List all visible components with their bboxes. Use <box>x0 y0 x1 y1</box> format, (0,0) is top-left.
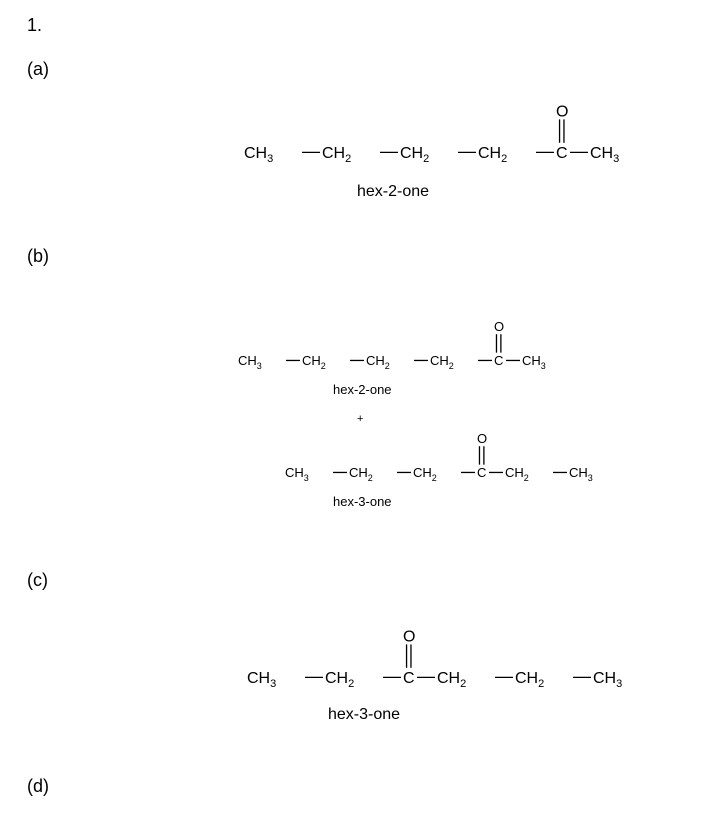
part-d-label: (d) <box>27 776 49 796</box>
carbonyl-carbon: C <box>477 465 486 480</box>
carbonyl-carbon: C <box>556 145 568 162</box>
group-ch2: CH2 <box>413 465 437 483</box>
structure-b2: CH3 CH2 CH2 C O CH2 CH3 <box>285 428 619 487</box>
carbonyl-oxygen: O <box>556 103 568 120</box>
plus-sign: + <box>357 413 364 425</box>
structure-svg: CH3 CH2 CH2 CH2 C O CH3 <box>244 103 619 165</box>
group-ch2: CH2 <box>478 145 507 165</box>
part-c-label: (c) <box>27 570 48 590</box>
group-ch2: CH2 <box>437 670 466 690</box>
carbonyl-oxygen: O <box>477 431 487 446</box>
structure-a: CH3 CH2 CH2 CH2 C O CH3 <box>244 100 650 168</box>
structure-b1: CH3 CH2 CH2 CH2 C O CH3 <box>238 316 572 375</box>
group-ch3: CH3 <box>238 353 262 371</box>
structure-svg: CH3 CH2 C O CH2 CH2 CH3 <box>247 628 622 690</box>
group-ch2: CH2 <box>325 670 354 690</box>
group-ch2: CH2 <box>302 353 326 371</box>
group-ch2: CH2 <box>322 145 351 165</box>
group-ch2: CH2 <box>430 353 454 371</box>
carbonyl-carbon: C <box>494 353 503 368</box>
structure-svg: CH3 CH2 CH2 C O CH2 CH3 <box>285 431 593 483</box>
structure-svg: CH3 CH2 CH2 CH2 C O CH3 <box>238 319 546 371</box>
carbonyl-carbon: C <box>403 670 415 687</box>
group-ch3: CH3 <box>247 670 276 690</box>
question-number: 1. <box>27 15 43 35</box>
group-ch3: CH3 <box>593 670 622 690</box>
group-ch2: CH2 <box>366 353 390 371</box>
group-ch2: CH2 <box>349 465 373 483</box>
structure-b1-name: hex-2-one <box>333 382 392 397</box>
carbonyl-oxygen: O <box>403 628 415 645</box>
group-ch3: CH3 <box>285 465 309 483</box>
group-ch2: CH2 <box>515 670 544 690</box>
structure-b2-name: hex-3-one <box>333 494 392 509</box>
part-a-label: (a) <box>27 59 49 79</box>
group-ch2: CH2 <box>505 465 529 483</box>
carbonyl-oxygen: O <box>494 319 504 334</box>
structure-c: CH3 CH2 C O CH2 CH2 CH3 <box>247 620 653 693</box>
group-ch3: CH3 <box>569 465 593 483</box>
group-ch3: CH3 <box>590 145 619 165</box>
group-ch3: CH3 <box>244 145 273 165</box>
structure-a-name: hex-2-one <box>357 183 430 200</box>
structure-c-name: hex-3-one <box>328 706 401 723</box>
group-ch3: CH3 <box>522 353 546 371</box>
part-b-label: (b) <box>27 246 49 266</box>
group-ch2: CH2 <box>400 145 429 165</box>
